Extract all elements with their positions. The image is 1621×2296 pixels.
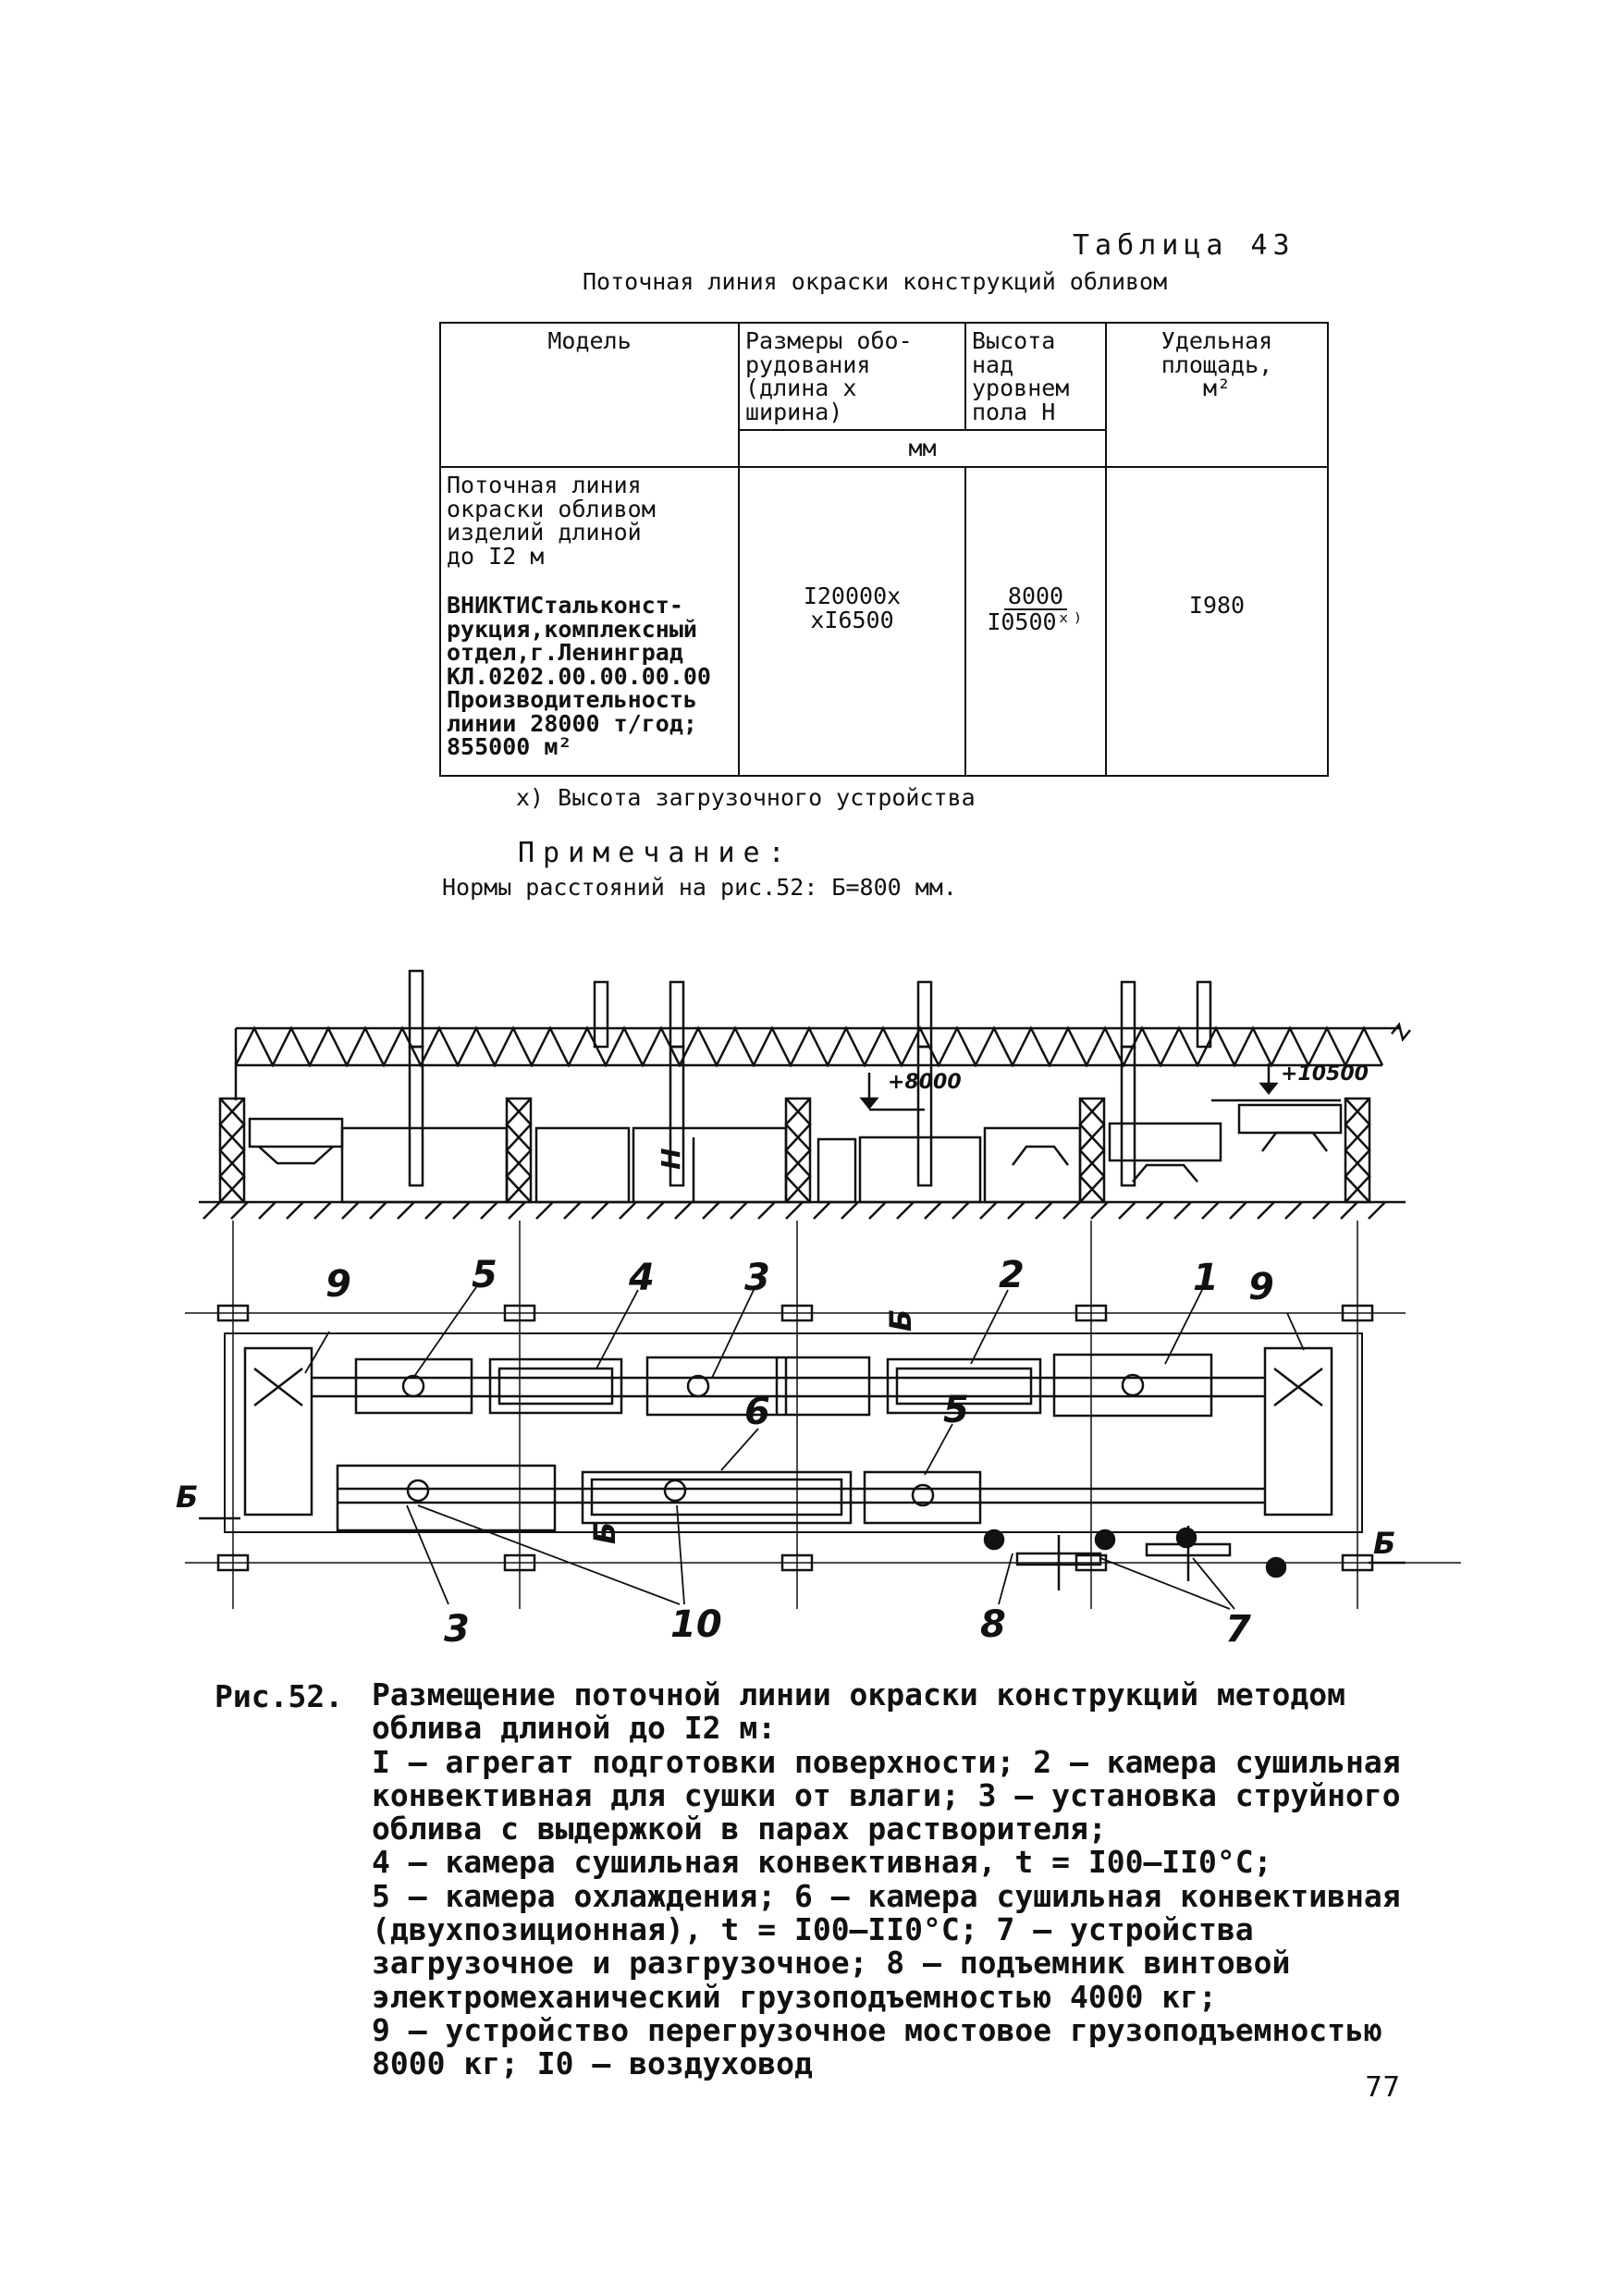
header-area: Удельная площадь, м² <box>1105 322 1329 468</box>
page-number: 77 <box>1365 2071 1401 2104</box>
note-label: Примечание: <box>518 837 793 869</box>
level-mark-1: +8000 <box>888 1071 962 1094</box>
cell-model: Поточная линия окраски обливом изделий д… <box>439 466 740 777</box>
height-denominator: I0500ˣ⁾ <box>987 608 1085 635</box>
dimensions-value: I20000х хI6500 <box>803 583 902 633</box>
lattice-columns <box>218 1097 1371 1204</box>
leader-lines <box>304 1286 1305 1610</box>
height-numerator: 8000 <box>1003 584 1068 610</box>
ground-line <box>199 1200 1406 1220</box>
column-footings <box>216 1304 1374 1572</box>
level-marks: +8000 +10500 Н <box>656 1062 1369 1202</box>
section-marks: Б Б Б Б <box>176 1309 1395 1561</box>
equipment-elevation <box>248 1099 1343 1204</box>
header-height: Высота над уровнем пола Н <box>964 322 1107 431</box>
header-units: мм <box>738 429 1107 468</box>
caption-line: I – агрегат подготовки поверхности; 2 – … <box>372 1743 1401 1848</box>
section-mark-right: Б <box>1373 1526 1395 1561</box>
caption-text: Размещение поточной линии окраски констр… <box>372 1676 1407 2082</box>
callout-3-bottom: 3 <box>444 1608 470 1646</box>
callout-5-top: 5 <box>472 1254 497 1296</box>
cell-dimensions: I20000х хI6500 <box>738 466 966 777</box>
level-mark-2: +10500 <box>1281 1062 1369 1086</box>
callout-8: 8 <box>980 1603 1006 1646</box>
model-name: Поточная линия окраски обливом изделий д… <box>447 472 656 570</box>
caption-label: Рис.52. <box>215 1678 344 1714</box>
transfer-bridges <box>243 1346 1333 1516</box>
callout-numbers: 9 5 4 3 2 1 9 6 5 3 10 8 7 <box>325 1254 1274 1646</box>
callout-1: 1 <box>1193 1257 1219 1299</box>
callout-9-left: 9 <box>325 1263 351 1306</box>
callout-2: 2 <box>999 1254 1025 1296</box>
layout-drawing: +8000 +10500 Н <box>176 969 1461 1646</box>
callout-9-right: 9 <box>1248 1266 1274 1308</box>
cell-area: I980 <box>1105 466 1329 777</box>
header-model: Модель <box>439 322 740 468</box>
plan-view: Б Б Б Б 9 5 4 3 2 1 9 6 5 3 10 8 7 <box>176 1221 1461 1646</box>
caption-line: 5 – камера охлаждения; 6 – камера сушиль… <box>372 1877 1401 2015</box>
spec-table: Модель Размеры обо- рудования (длина х ш… <box>439 322 1329 777</box>
callout-4: 4 <box>628 1257 655 1299</box>
note-text: Нормы расстояний на рис.52: Б=800 мм. <box>442 874 957 901</box>
caption-line: Размещение поточной линии окраски констр… <box>372 1676 1345 1747</box>
section-mark-bottom: Б <box>587 1522 622 1544</box>
loading-devices <box>983 1526 1287 1590</box>
model-org: ВНИКТИСтальконст- рукция,комплексный отд… <box>447 592 711 760</box>
callout-7: 7 <box>1225 1608 1251 1646</box>
table-footnote: х) Высота загрузочного устройства <box>516 784 976 811</box>
cell-height: 8000 I0500ˣ⁾ <box>964 466 1107 777</box>
callout-10: 10 <box>670 1603 722 1646</box>
area-value: I980 <box>1188 592 1246 619</box>
section-mark-top: Б <box>883 1309 918 1332</box>
upper-units <box>354 1353 1213 1418</box>
callout-5-bottom: 5 <box>943 1389 969 1431</box>
lower-units <box>336 1464 982 1532</box>
header-dimensions: Размеры обо- рудования (длина х ширина) <box>738 322 966 431</box>
callout-3-top: 3 <box>744 1257 770 1299</box>
table-label: Таблица 43 <box>1073 229 1296 262</box>
height-mark: Н <box>656 1148 686 1170</box>
caption-line: 9 – устройство перегрузочное мостовое гр… <box>372 2011 1382 2082</box>
chimneys <box>408 969 1212 1187</box>
roof-truss <box>234 1022 1411 1100</box>
caption-line: 4 – камера сушильная конвективная, t = I… <box>372 1844 1272 1881</box>
elevation-view: +8000 +10500 Н <box>199 969 1411 1220</box>
callout-6: 6 <box>744 1391 770 1433</box>
section-mark-left: Б <box>176 1480 198 1515</box>
table-title: Поточная линия окраски конструкций облив… <box>583 268 1168 295</box>
